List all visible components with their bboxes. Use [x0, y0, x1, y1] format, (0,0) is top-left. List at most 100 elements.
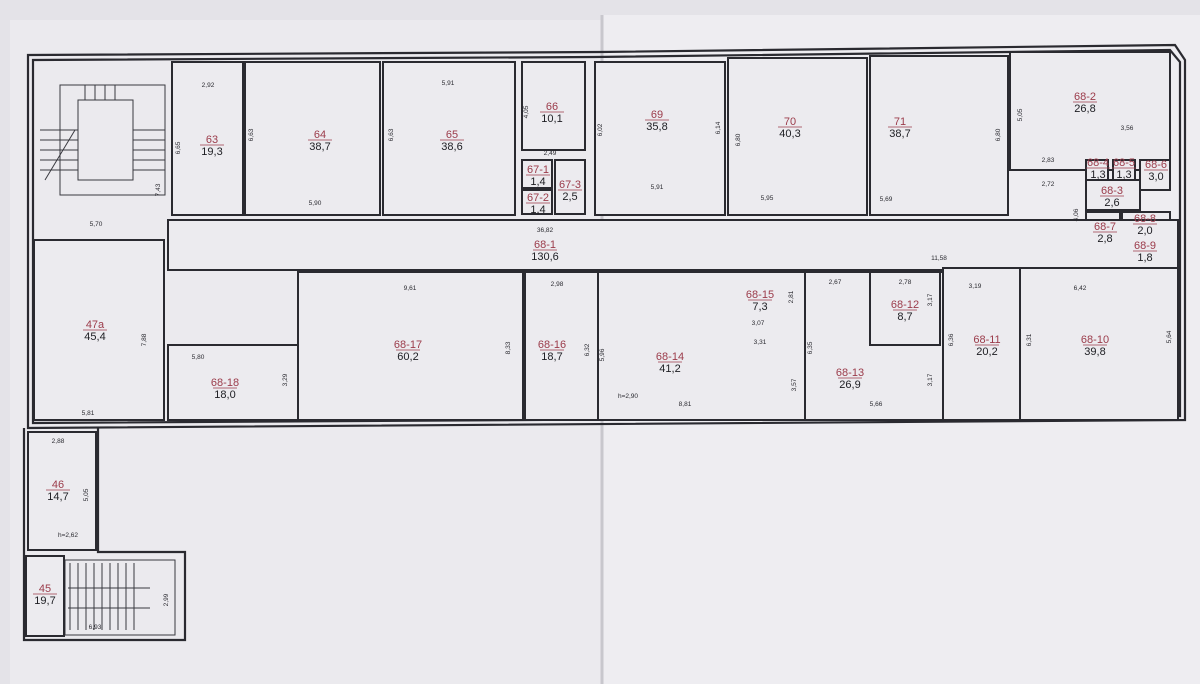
room-area: 130,6 [531, 251, 559, 263]
dimension-label: 3,56 [1121, 125, 1134, 132]
dimension-label: 6,42 [1074, 285, 1087, 292]
room-area: 45,4 [84, 331, 105, 343]
room-number: 68-9 [1134, 240, 1156, 252]
room-67-3 [554, 159, 586, 215]
room-number: 68-12 [891, 299, 919, 311]
dimension-label: 3,17 [927, 373, 934, 386]
dimension-label: 5,05 [1017, 108, 1024, 121]
room-number: 68-6 [1145, 159, 1167, 171]
rooms [25, 51, 1179, 637]
outer-walls [22, 43, 1187, 642]
dimension-label: 5,64 [1166, 330, 1173, 343]
room-number: 68-4 [1087, 157, 1109, 169]
room-67-2 [521, 189, 553, 215]
room-63 [171, 61, 244, 216]
dimension-label: 5,91 [651, 184, 664, 191]
room-label: 68-226,8 [1073, 91, 1097, 115]
room-label: 68-157,3 [746, 289, 774, 313]
dimension-label: 3,07 [752, 320, 765, 327]
room-area: 19,3 [201, 146, 222, 158]
room-number: 68-5 [1113, 157, 1135, 169]
room-label: 67-11,4 [526, 164, 550, 188]
room-area: 40,3 [779, 128, 800, 140]
room-number: 66 [546, 101, 558, 113]
room-area: 60,2 [397, 351, 418, 363]
dimension-label: 2,88 [52, 438, 65, 445]
room-label: 68-128,7 [891, 299, 919, 323]
dimension-label: 5,80 [192, 354, 205, 361]
dimension-label: 5,91 [442, 80, 455, 87]
room-area: 7,3 [752, 301, 767, 313]
room-number: 65 [446, 129, 458, 141]
room-number: 47a [86, 319, 105, 331]
room-46 [27, 431, 97, 551]
room-area: 2,0 [1137, 225, 1152, 237]
dimension-label: 4,05 [523, 105, 530, 118]
room-number: 68-15 [746, 289, 774, 301]
room-label: 68-51,3 [1112, 157, 1136, 181]
room-68-10 [1019, 267, 1179, 421]
room-area: 38,6 [441, 141, 462, 153]
dimension-label: 2,83 [1042, 157, 1055, 164]
dimension-label: 5,96 [599, 348, 606, 361]
room-68-3 [1085, 179, 1141, 211]
dimension-label: 3,19 [969, 283, 982, 290]
dimension-label: 3,29 [282, 373, 289, 386]
room-area: 14,7 [47, 491, 68, 503]
dimension-label: 36,82 [537, 227, 554, 234]
room-number: 68-8 [1134, 213, 1156, 225]
room-area: 1,8 [1137, 252, 1152, 264]
dimension-label: 2,99 [163, 593, 170, 606]
room-area: 38,7 [889, 128, 910, 140]
room-label: 68-63,0 [1144, 159, 1168, 183]
room-label: 67-32,5 [558, 179, 582, 203]
room-label: 67-21,4 [526, 192, 550, 216]
dimension-label: 6,36 [948, 333, 955, 346]
room-number: 71 [894, 116, 906, 128]
dimension-label: 2,72 [1042, 181, 1055, 188]
dimension-label: 3,17 [927, 293, 934, 306]
room-label: 68-32,6 [1100, 185, 1124, 209]
dimension-label: 5,69 [880, 196, 893, 203]
dimension-label: 11,58 [931, 255, 947, 262]
room-number: 68-11 [973, 334, 1000, 346]
room-68-17 [297, 271, 524, 421]
room-area: 39,8 [1084, 346, 1105, 358]
room-number: 67-2 [527, 192, 549, 204]
dimension-label: 2,92 [202, 82, 215, 89]
dimension-label: 3,57 [791, 378, 798, 391]
room-number: 68-3 [1101, 185, 1123, 197]
room-number: 67-3 [559, 179, 581, 191]
room-number: 68-13 [836, 367, 864, 379]
room-area: 10,1 [541, 113, 562, 125]
dimension-label: 7,43 [155, 183, 162, 196]
room-64 [244, 61, 381, 216]
room-68-1 [167, 219, 1179, 271]
dimension-label: 3,31 [754, 339, 767, 346]
room-area: 2,6 [1104, 197, 1119, 209]
room-area: 26,8 [1074, 103, 1095, 115]
dimension-label: 2,67 [829, 279, 842, 286]
room-68-14 [597, 271, 806, 421]
dimension-label: 5,70 [90, 221, 103, 228]
room-number: 68-7 [1094, 221, 1116, 233]
stairwell-top [40, 84, 166, 196]
room-area: 18,0 [214, 389, 235, 401]
dimension-label: 6,31 [1026, 333, 1033, 346]
room-number: 68-10 [1081, 334, 1109, 346]
room-number: 46 [52, 479, 64, 491]
dimension-label: 6,63 [388, 128, 395, 141]
dimension-label: 6,80 [995, 128, 1002, 141]
room-area: 19,7 [34, 595, 55, 607]
